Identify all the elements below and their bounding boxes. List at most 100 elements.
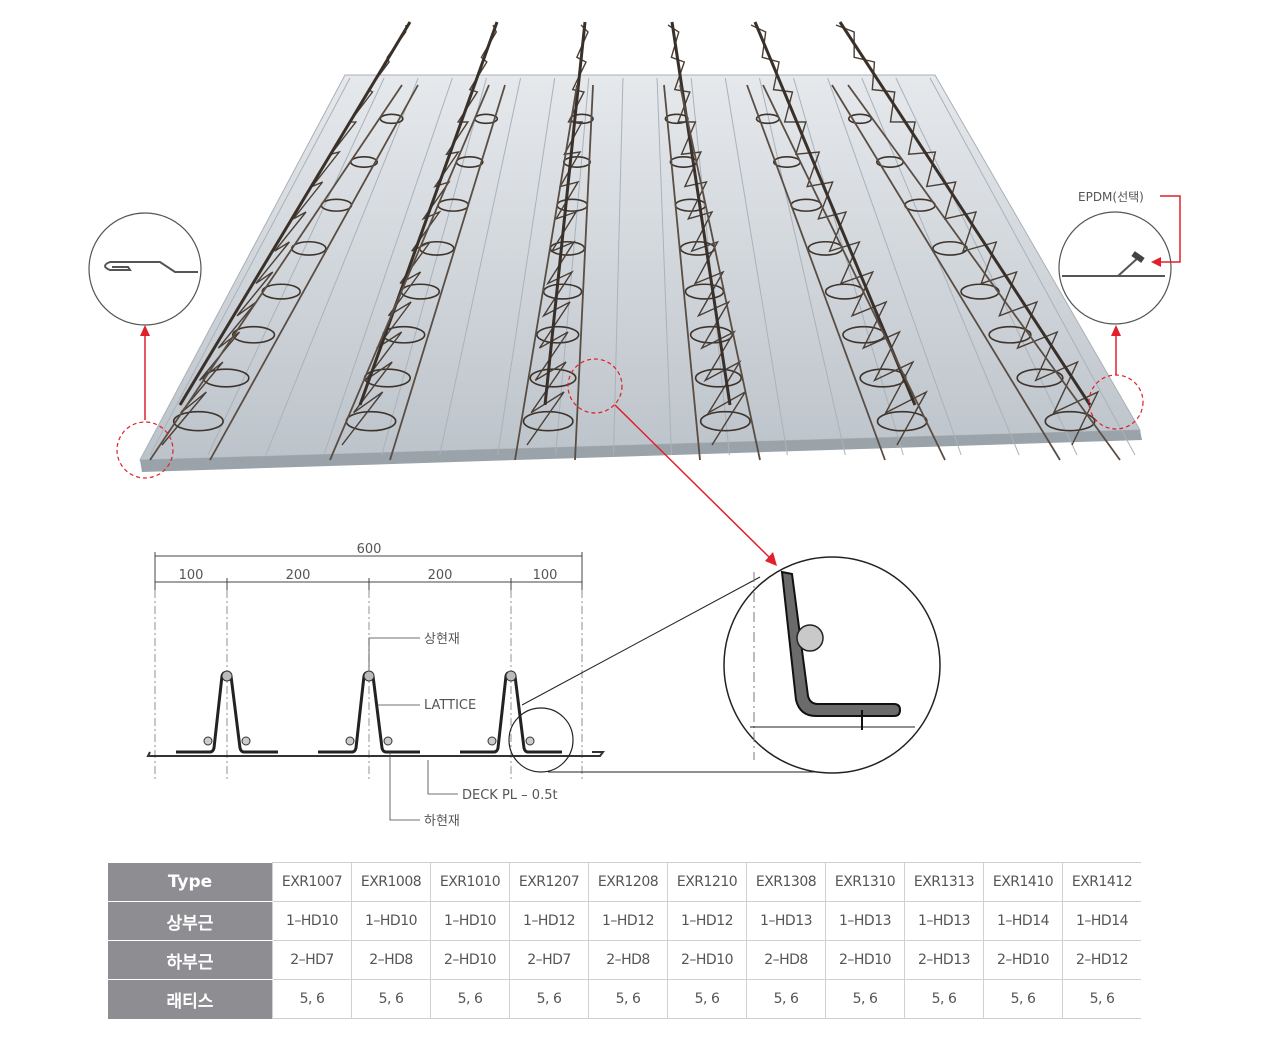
- type-cell: EXR1008: [351, 862, 431, 902]
- detail-pointer: [567, 358, 777, 566]
- table-cell: 1–HD12: [667, 901, 747, 941]
- deck-rib: [323, 77, 453, 456]
- magnified-detail: [723, 556, 941, 774]
- label-deck-plate: DECK PL – 0.5t: [462, 788, 558, 803]
- bottom-chord-bar: [762, 84, 946, 461]
- row-label: 상부근: [108, 901, 273, 941]
- lattice-loop: [1044, 410, 1096, 432]
- table-cell: 5, 6: [509, 979, 589, 1019]
- dim-segment-4: 100: [533, 568, 558, 583]
- lattice-zigzag: [750, 24, 929, 446]
- type-cell: EXR1207: [509, 862, 589, 902]
- bottom-chord-bar: [847, 84, 1121, 461]
- lattice-loop: [847, 113, 873, 125]
- table-cell: 1–HD12: [588, 901, 668, 941]
- lattice-truss: [318, 670, 420, 754]
- table-cell: 5, 6: [272, 979, 352, 1019]
- deck-rib: [149, 77, 351, 456]
- table-cell: 1–HD14: [1062, 901, 1141, 941]
- deck-rib: [724, 77, 788, 456]
- table-cell: 1–HD10: [430, 901, 510, 941]
- bottom-chord-bar: [149, 84, 403, 461]
- deck-rib: [895, 77, 1078, 456]
- table-cell: 5, 6: [746, 979, 826, 1019]
- table-cell: 2–HD10: [430, 940, 510, 980]
- type-header: Type: [108, 862, 273, 902]
- top-chord-bar: [178, 21, 412, 406]
- top-chord-bar: [543, 21, 587, 406]
- deck-rib: [439, 77, 522, 456]
- type-cell: EXR1412: [1062, 862, 1141, 902]
- type-cell: EXR1310: [825, 862, 905, 902]
- table-cell: 2–HD12: [1062, 940, 1141, 980]
- table-cell: 1–HD13: [825, 901, 905, 941]
- detail-rebar-section: [796, 624, 824, 652]
- section-detail-marker: [508, 707, 574, 773]
- table-cell: 2–HD7: [272, 940, 352, 980]
- deck-rib: [758, 77, 846, 456]
- left-joint-callout: [88, 212, 202, 479]
- detail-lattice-bar: [780, 570, 902, 717]
- table-cell: 1–HD10: [351, 901, 431, 941]
- dim-segment-1: 100: [179, 568, 204, 583]
- bottom-chord-bar: [574, 84, 594, 461]
- bottom-chord-bar: [746, 84, 886, 461]
- type-cell: EXR1313: [904, 862, 984, 902]
- lattice-girder: [663, 21, 761, 461]
- lattice-truss: [176, 670, 278, 754]
- deck-rib: [265, 77, 419, 456]
- lattice-girder: [514, 21, 594, 461]
- table-cell: 5, 6: [667, 979, 747, 1019]
- table-cell: 1–HD12: [509, 901, 589, 941]
- bottom-chord-bar: [329, 84, 490, 461]
- deck-rib: [207, 77, 385, 456]
- lattice-loop: [172, 410, 224, 432]
- deck-rib: [381, 77, 487, 456]
- deck-plate-line: [146, 751, 605, 757]
- dim-total: 600: [357, 542, 382, 557]
- table-cell: 2–HD8: [351, 940, 431, 980]
- bottom-chord-bar: [679, 84, 761, 461]
- table-cell: 2–HD8: [588, 940, 668, 980]
- table-cell: 5, 6: [588, 979, 668, 1019]
- deck-rib: [555, 77, 590, 456]
- lattice-loop: [536, 325, 580, 344]
- bottom-chord-bar: [389, 84, 506, 461]
- bottom-chord-bar: [831, 84, 1061, 461]
- bottom-chord-bar: [209, 84, 419, 461]
- right-joint-callout: EPDM(선택): [1058, 190, 1181, 430]
- lattice-girder: [831, 21, 1121, 461]
- row-label: 하부근: [108, 940, 273, 980]
- deck-rib: [656, 77, 672, 456]
- left-edge-marker: [116, 421, 174, 479]
- table-cell: 5, 6: [430, 979, 510, 1019]
- deck-plate-photo: [139, 21, 1142, 472]
- section-drawing: 600 100 200 200 100: [146, 542, 820, 829]
- table-cell: 2–HD7: [509, 940, 589, 980]
- lattice-zigzag: [667, 24, 746, 446]
- lattice-zigzag: [835, 24, 1100, 446]
- type-cell: EXR1208: [588, 862, 668, 902]
- table-cell: 5, 6: [1062, 979, 1141, 1019]
- deck-rib: [827, 77, 962, 456]
- label-lattice: LATTICE: [424, 698, 476, 713]
- table-cell: 2–HD10: [667, 940, 747, 980]
- type-cell: EXR1010: [430, 862, 510, 902]
- top-chord-bar: [753, 21, 917, 406]
- epdm-label: EPDM(선택): [1078, 190, 1144, 204]
- lattice-girder: [329, 21, 506, 461]
- table-cell: 5, 6: [904, 979, 984, 1019]
- lattice-truss: [460, 670, 562, 754]
- bottom-chord-bar: [514, 84, 578, 461]
- table-cell: 2–HD10: [825, 940, 905, 980]
- table-cell: 2–HD8: [746, 940, 826, 980]
- dim-segment-3: 200: [428, 568, 453, 583]
- table-cell: 2–HD13: [904, 940, 984, 980]
- top-chord-bar: [838, 21, 1092, 406]
- table-cell: 1–HD10: [272, 901, 352, 941]
